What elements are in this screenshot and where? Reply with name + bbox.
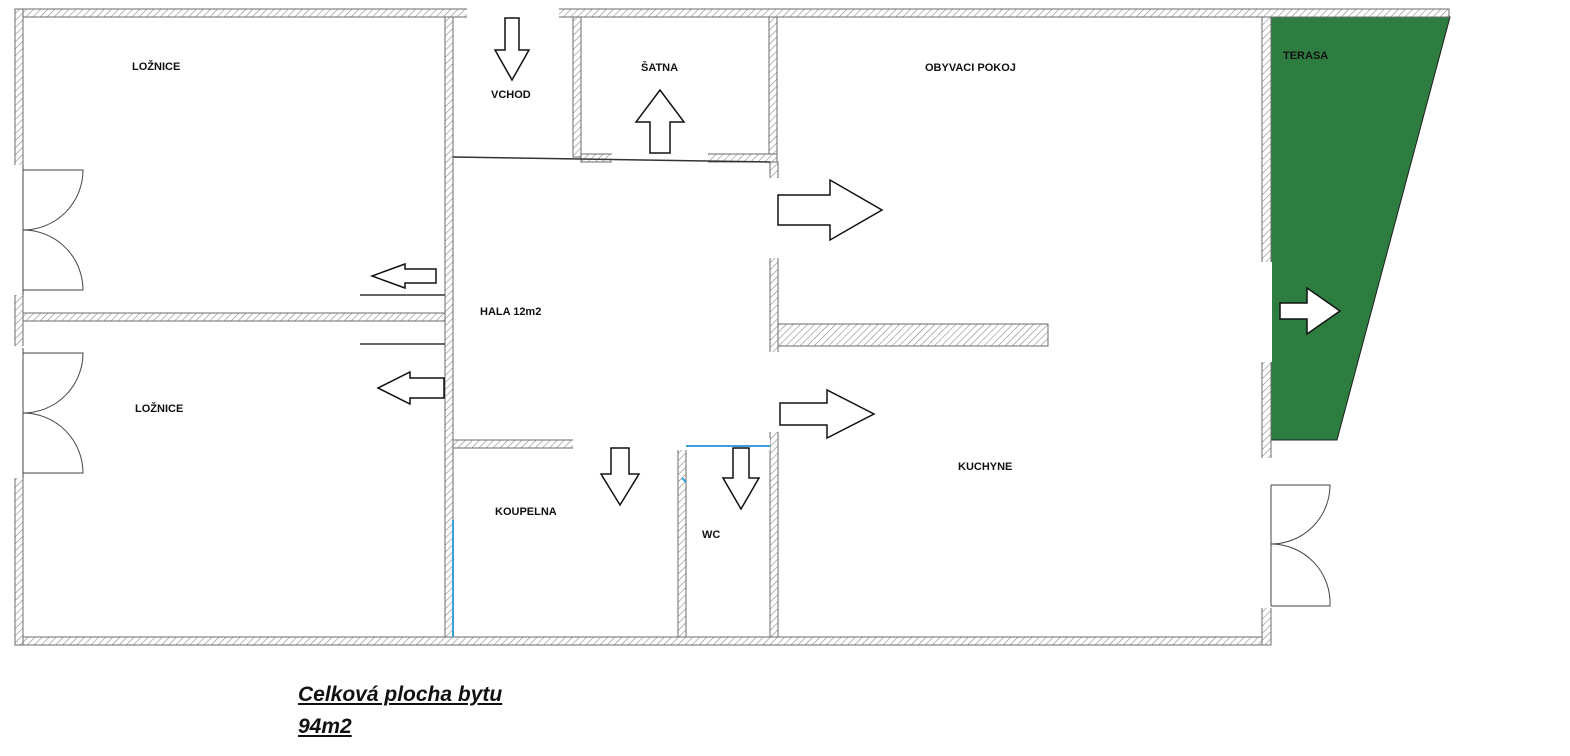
label-wc: WC: [702, 529, 720, 541]
arrows: [369, 17, 1342, 511]
arrow-right-kitchen: [779, 388, 876, 440]
label-loznice-top: LOŽNICE: [132, 60, 180, 73]
label-vchod: VCHOD: [491, 89, 531, 101]
label-hala: HALA 12m2: [480, 306, 541, 318]
arrow-left-bedroom-top: [369, 262, 437, 290]
door-kitchen[interactable]: [1270, 484, 1331, 607]
terrace-area: [1270, 16, 1451, 441]
label-kuchyne: KUCHYNE: [958, 461, 1012, 473]
caption-total-area-label: Celková plocha bytu: [298, 683, 503, 706]
label-terasa: TERASA: [1283, 50, 1328, 62]
arrow-left-bedroom-bottom: [376, 370, 445, 406]
label-loznice-bottom: LOŽNICE: [135, 402, 183, 415]
label-obyvaci-pokoj: OBYVACI POKOJ: [925, 62, 1016, 74]
walls: [14, 8, 1450, 646]
arrow-right-terrace: [1279, 286, 1342, 336]
arrow-down-wc: [721, 447, 761, 511]
door-bedroom-bottom[interactable]: [22, 348, 84, 478]
arrow-down-bathroom: [599, 447, 641, 507]
caption-total-area-value: 94m2: [298, 715, 352, 738]
arrow-right-living: [777, 178, 884, 242]
blue-marks: [452, 445, 770, 637]
label-koupelna: KOUPELNA: [495, 506, 557, 518]
arrow-down-vchod: [493, 17, 531, 82]
hall-lines: [360, 156, 771, 345]
wall-openings: [14, 8, 1272, 608]
label-satna: ŠATNA: [641, 61, 678, 74]
door-bedroom-top[interactable]: [22, 165, 84, 295]
arrow-up-satna: [634, 88, 686, 154]
